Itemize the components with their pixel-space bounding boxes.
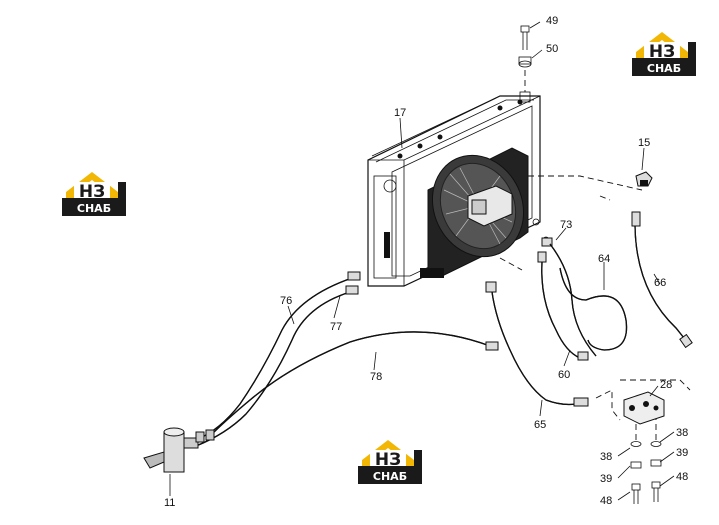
hose-part-76 — [195, 271, 361, 441]
washer-part-38-right — [650, 441, 662, 447]
fitting-part-15 — [635, 171, 653, 187]
hose-part-73 — [541, 237, 597, 357]
manifold-part-28 — [623, 391, 665, 425]
callout-73: 73 — [560, 219, 572, 231]
callout-77: 77 — [330, 321, 342, 333]
brand-logo-left: НЗ СНАБ — [62, 172, 126, 216]
callout-11: 11 — [164, 497, 175, 509]
callout-48-left: 48 — [600, 495, 612, 507]
leader-lines — [169, 21, 675, 501]
callout-65: 65 — [534, 419, 546, 431]
hose-part-78 — [209, 331, 499, 437]
callout-64: 64 — [598, 253, 610, 265]
callout-76: 76 — [280, 295, 292, 307]
bolt-part-49 — [520, 25, 530, 50]
brand-logo-bottom: НЗ СНАБ — [358, 440, 422, 484]
hose-part-66 — [631, 211, 693, 349]
logo-caption: СНАБ — [373, 470, 407, 483]
callout-38-right: 38 — [676, 427, 688, 439]
logo-monogram: НЗ — [649, 42, 675, 62]
hose-part-64 — [559, 267, 628, 351]
logo-monogram: НЗ — [79, 182, 105, 202]
callout-15: 15 — [638, 137, 650, 149]
logo-caption: СНАБ — [647, 62, 681, 75]
bolt-part-48-left — [631, 483, 641, 504]
nut-part-50 — [518, 56, 532, 68]
leader-dash-15 — [528, 175, 643, 191]
callout-17: 17 — [394, 107, 406, 119]
nut-part-39-left — [630, 461, 642, 469]
cooler-assembly-17 — [367, 91, 550, 287]
callout-38-left: 38 — [600, 451, 612, 463]
callout-48-right: 48 — [676, 471, 688, 483]
logo-monogram: НЗ — [375, 450, 401, 470]
leader-dash-28 — [595, 389, 621, 421]
callout-78: 78 — [370, 371, 382, 383]
valve-part-11 — [143, 427, 215, 473]
hose-part-77 — [195, 285, 359, 447]
callout-39-right: 39 — [676, 447, 688, 459]
washer-part-38-left — [630, 441, 642, 447]
callout-60: 60 — [558, 369, 570, 381]
callout-49: 49 — [546, 15, 558, 27]
callout-39-left: 39 — [600, 473, 612, 485]
logo-caption: СНАБ — [77, 202, 111, 215]
bolt-part-48-right — [651, 481, 661, 502]
hose-part-60 — [537, 251, 589, 361]
nut-part-39-right — [650, 459, 662, 467]
hose-part-65 — [485, 281, 589, 407]
callout-66: 66 — [654, 277, 666, 289]
leader-dash-65 — [499, 257, 523, 271]
callout-28: 28 — [660, 379, 672, 391]
callout-50: 50 — [546, 43, 558, 55]
brand-logo-top-right: НЗ СНАБ — [632, 32, 696, 76]
